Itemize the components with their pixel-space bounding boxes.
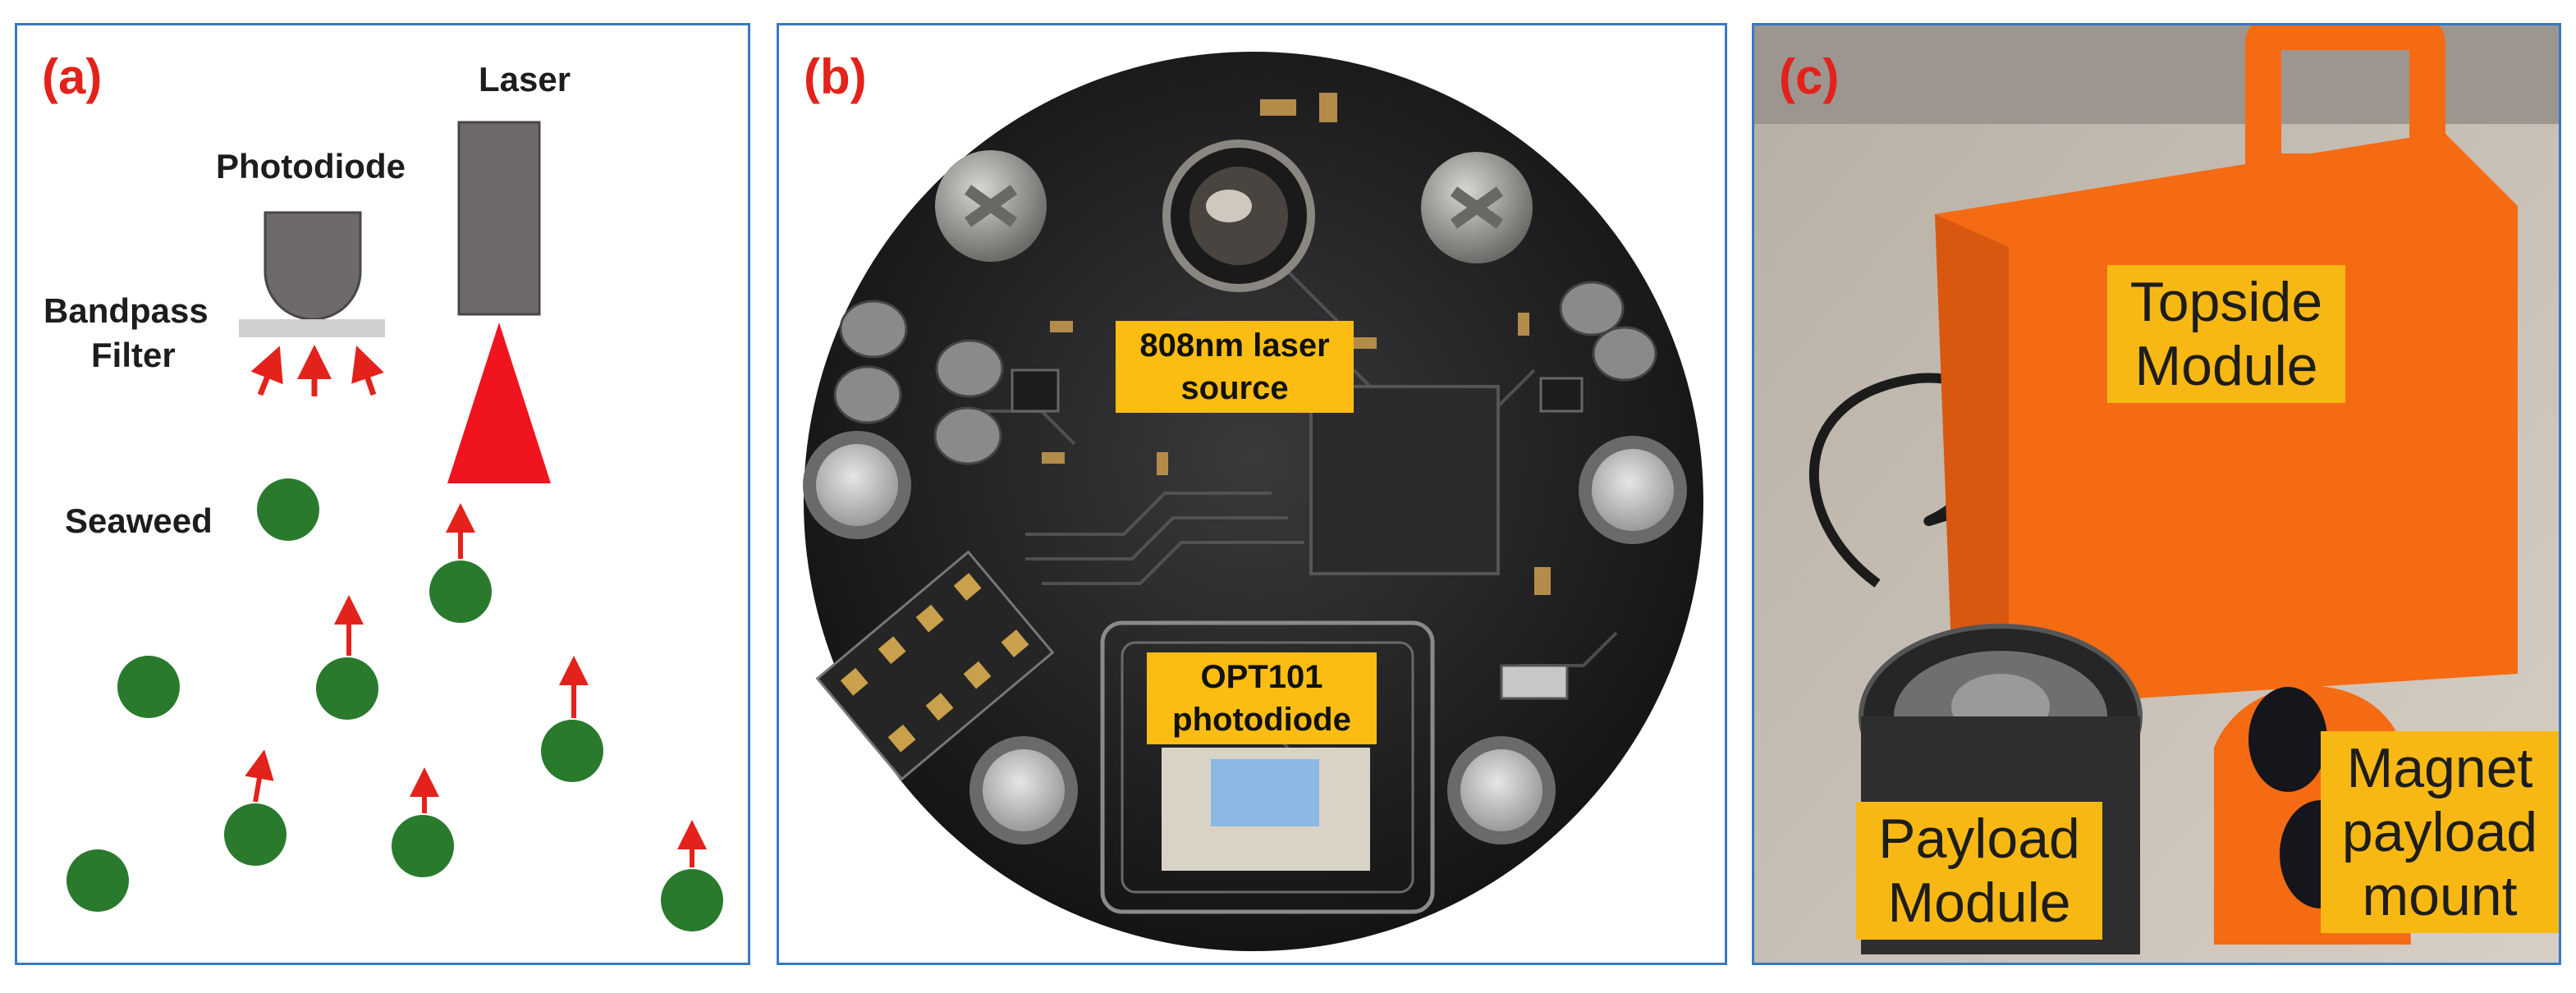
seaweed-particle xyxy=(661,869,723,931)
filter-arrow xyxy=(250,345,283,396)
microcontroller-chip xyxy=(1309,385,1500,575)
seaweed-label: Seaweed xyxy=(65,501,213,540)
laser-source-callout: 808nm laser source xyxy=(1116,321,1354,413)
panel-b-label: (b) xyxy=(804,49,867,104)
topside-module-callout: Topside Module xyxy=(2107,265,2345,403)
seaweed-particle xyxy=(429,561,492,623)
filter-label-line2: Filter xyxy=(91,336,176,374)
laser-beam xyxy=(447,323,551,483)
magnet-disc xyxy=(2248,687,2327,792)
panel-a-label: (a) xyxy=(42,49,103,104)
seaweed-particles xyxy=(66,478,723,931)
seaweed-particle xyxy=(541,720,603,782)
led-cluster xyxy=(833,281,1657,465)
pin-header xyxy=(815,550,1055,781)
bandpass-filter xyxy=(239,319,385,337)
magnet-line2: payload xyxy=(2341,801,2538,863)
topside-module-body xyxy=(1935,132,2518,707)
panel-c-label: (c) xyxy=(1779,49,1840,104)
pcb-board-illustration xyxy=(803,52,1703,951)
magnet-mount-callout: Magnet payload mount xyxy=(2321,731,2559,933)
seaweed-particle xyxy=(66,849,129,912)
seaweed-particle xyxy=(316,657,378,720)
photodiode-callout: OPT101 photodiode xyxy=(1147,652,1377,744)
photodiode-shape xyxy=(264,211,362,321)
panel-c-hardware-photo: (c) Topside Module Payload Module Magnet… xyxy=(1752,23,2561,965)
scatter-arrow xyxy=(245,749,274,803)
photodiode-callout-line1: OPT101 xyxy=(1200,659,1323,695)
photodiode-label: Photodiode xyxy=(216,147,406,185)
laser-body xyxy=(457,121,541,316)
seaweed-particle xyxy=(392,815,454,877)
photodiode-callout-line2: photodiode xyxy=(1172,702,1351,738)
seaweed-particle xyxy=(117,656,180,718)
magnet-line1: Magnet xyxy=(2346,737,2533,799)
payload-module-callout: Payload Module xyxy=(1856,802,2102,940)
topside-line2: Module xyxy=(2134,335,2318,397)
photodiode-package-outline xyxy=(1100,620,1435,914)
panel-b-pcb-photo: (b) 808nm laser source OPT101 photodiode xyxy=(777,23,1727,965)
laser-label: Laser xyxy=(479,60,571,98)
laser-callout-line1: 808nm laser xyxy=(1139,327,1330,364)
payload-line2: Module xyxy=(1887,872,2071,934)
seaweed-particle xyxy=(257,478,319,541)
schematic-drawing xyxy=(66,121,723,931)
filter-label-line1: Bandpass xyxy=(44,291,209,330)
seaweed-particle xyxy=(224,803,286,866)
topside-line1: Topside xyxy=(2129,271,2323,333)
laser-callout-line2: source xyxy=(1180,370,1289,406)
filter-arrow xyxy=(351,345,384,396)
panel-a-schematic: (a) Laser Photodiode Bandpass Filter Sea… xyxy=(15,23,750,965)
magnet-line3: mount xyxy=(2362,865,2518,927)
payload-line1: Payload xyxy=(1878,808,2080,870)
pcb-board xyxy=(804,52,1703,951)
